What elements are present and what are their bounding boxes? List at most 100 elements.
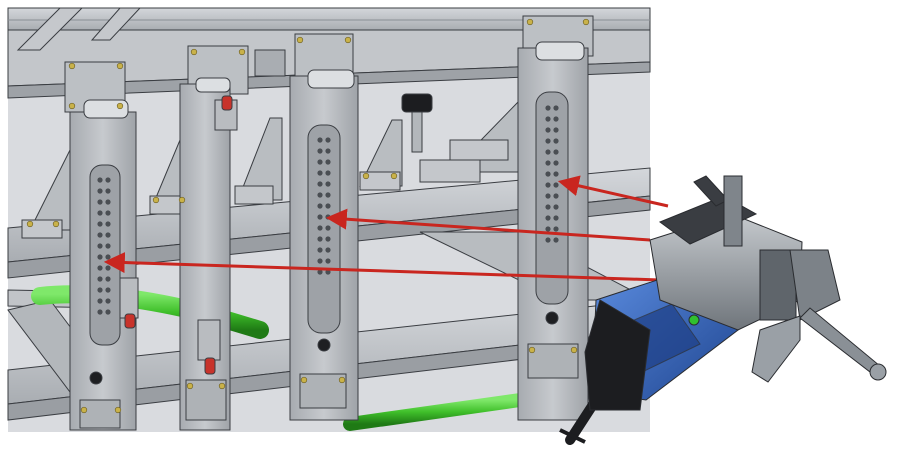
bolt [80, 406, 88, 414]
hole [553, 138, 559, 144]
hole [105, 232, 111, 238]
bolts [26, 18, 590, 414]
hole [105, 265, 111, 271]
hole [545, 105, 551, 111]
hole [105, 199, 111, 205]
hole [317, 269, 323, 275]
hole [97, 232, 103, 238]
hole [325, 258, 331, 264]
bolt [570, 346, 578, 354]
bolt [362, 172, 370, 180]
hole [97, 199, 103, 205]
hole [105, 276, 111, 282]
hole [325, 148, 331, 154]
bolt [582, 18, 590, 26]
hole [317, 192, 323, 198]
hole [105, 254, 111, 260]
hole [325, 214, 331, 220]
hole [545, 237, 551, 243]
hole [545, 149, 551, 155]
clamp-plate-1 [69, 111, 137, 431]
hole [317, 181, 323, 187]
locator-blocks [21, 139, 509, 239]
bolt [116, 62, 124, 70]
hole [317, 170, 323, 176]
hole [97, 298, 103, 304]
hole [97, 287, 103, 293]
hole [545, 116, 551, 122]
hole [317, 137, 323, 143]
hole [545, 127, 551, 133]
arrow-icon [103, 252, 661, 282]
hole [553, 160, 559, 166]
bolt [238, 48, 246, 56]
hole [97, 221, 103, 227]
hole [553, 237, 559, 243]
clamp-plate-3 [289, 75, 359, 421]
hole [325, 159, 331, 165]
clamp-plate-2 [179, 83, 231, 431]
top-struts [16, 7, 142, 51]
hole [97, 276, 103, 282]
hole [545, 160, 551, 166]
bolt [300, 376, 308, 384]
bolt [528, 346, 536, 354]
hole [545, 215, 551, 221]
knob-icon [401, 93, 433, 153]
hole [317, 148, 323, 154]
hole [553, 171, 559, 177]
hole [97, 243, 103, 249]
hole-patterns [97, 105, 559, 315]
hole [317, 225, 323, 231]
bolt [526, 18, 534, 26]
hole [97, 210, 103, 216]
hole [325, 236, 331, 242]
hole [317, 236, 323, 242]
hole [97, 309, 103, 315]
hole [553, 116, 559, 122]
hole [105, 287, 111, 293]
bolt [338, 376, 346, 384]
bolt [116, 102, 124, 110]
hole [325, 137, 331, 143]
hole [545, 226, 551, 232]
hole [97, 177, 103, 183]
hole [105, 309, 111, 315]
bolt [152, 196, 160, 204]
bolt [178, 196, 186, 204]
hole [105, 243, 111, 249]
bolt [390, 172, 398, 180]
hole [105, 177, 111, 183]
hole [317, 247, 323, 253]
hole [325, 247, 331, 253]
hole [553, 193, 559, 199]
hole [105, 221, 111, 227]
bolt [68, 62, 76, 70]
bolt [52, 220, 60, 228]
hole [553, 149, 559, 155]
hole [325, 225, 331, 231]
hole [325, 181, 331, 187]
hole [545, 204, 551, 210]
hole [97, 265, 103, 271]
bolt [26, 220, 34, 228]
hole [325, 203, 331, 209]
hole [545, 171, 551, 177]
hole [553, 215, 559, 221]
arrow-icon [557, 175, 669, 208]
arrows [103, 175, 669, 282]
clamp-icon [119, 95, 238, 375]
hole [545, 182, 551, 188]
hole [325, 192, 331, 198]
hole [553, 182, 559, 188]
hole [317, 159, 323, 165]
hole [545, 138, 551, 144]
hole [553, 226, 559, 232]
bolt [68, 102, 76, 110]
arrow-icon [325, 208, 651, 242]
hole [97, 188, 103, 194]
bolt [344, 36, 352, 44]
hole [553, 105, 559, 111]
hole [105, 298, 111, 304]
